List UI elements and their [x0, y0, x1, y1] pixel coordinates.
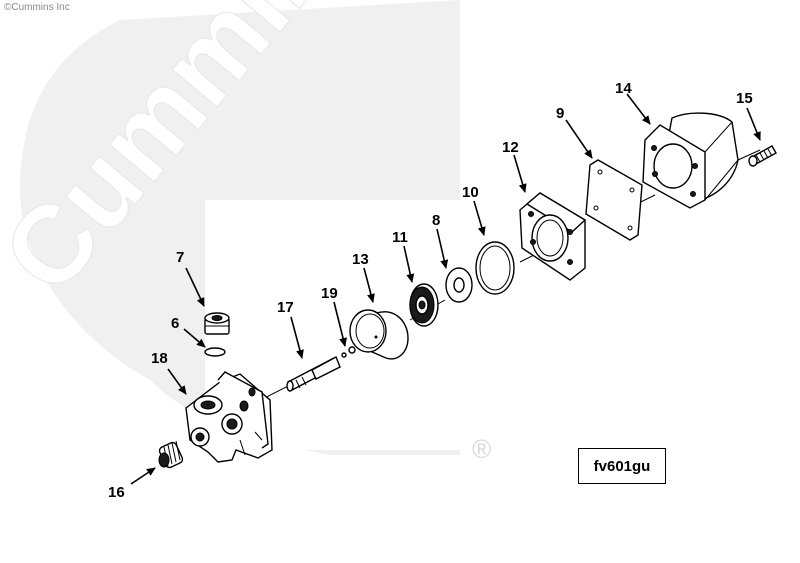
callout-17: 17 [277, 299, 294, 316]
part-15-screw [748, 145, 777, 167]
callout-7: 7 [176, 249, 184, 266]
callout-leaders [130, 93, 761, 485]
callout-16: 16 [108, 484, 125, 501]
part-11-disc [409, 283, 439, 327]
part-19-seal [341, 346, 356, 358]
callout-13: 13 [352, 251, 369, 268]
part-7-plug [204, 312, 230, 335]
watermark-registered-mark: ® [472, 434, 491, 464]
copyright-notice: ©Cummins Inc [4, 2, 70, 13]
callout-9: 9 [556, 105, 564, 122]
part-16-plug [158, 440, 184, 469]
part-14-cover [642, 112, 739, 209]
part-12-flange [519, 192, 587, 281]
callout-12: 12 [502, 139, 519, 156]
callout-11: 11 [392, 229, 408, 246]
part-10-o-ring [475, 241, 515, 295]
callout-10: 10 [462, 184, 479, 201]
part-18-housing [185, 371, 273, 463]
part-17-valve-stem [286, 356, 341, 392]
part-8-washer [445, 267, 473, 303]
callout-19: 19 [321, 285, 338, 302]
part-13-piston [349, 309, 409, 360]
callout-6: 6 [171, 315, 179, 332]
part-6-o-ring [204, 347, 226, 357]
callout-18: 18 [151, 350, 168, 367]
callout-8: 8 [432, 212, 440, 229]
callout-15: 15 [736, 90, 753, 107]
figure-code-label: fv601gu [593, 457, 651, 475]
cummins-watermark-logo [20, 0, 460, 455]
part-9-gasket [585, 159, 643, 241]
figure-code-box: fv601gu [578, 448, 666, 484]
callout-14: 14 [615, 80, 632, 97]
